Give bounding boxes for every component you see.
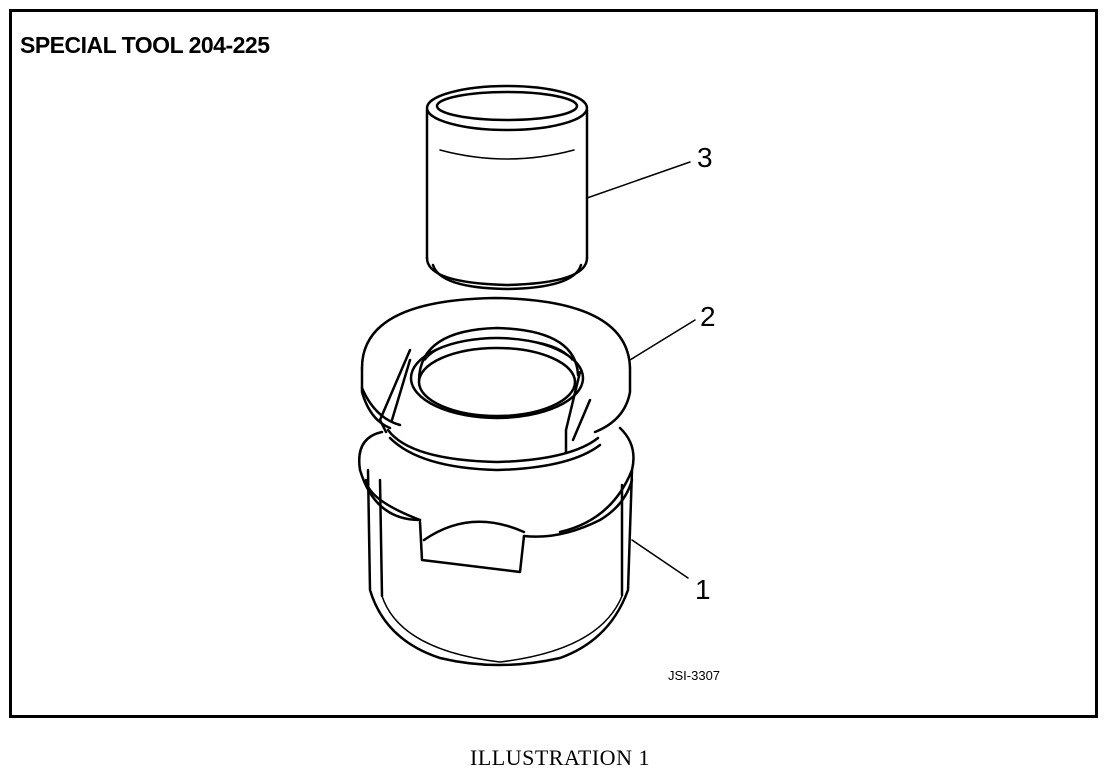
callout-3-label: 3	[697, 142, 713, 173]
tool-part-1-base	[358, 426, 635, 667]
tool-part-3-driver	[425, 84, 589, 291]
diagram-title: SPECIAL TOOL 204-225	[20, 32, 270, 58]
tool-part-2-ring	[360, 296, 632, 472]
callout-1-label: 1	[695, 574, 711, 605]
figure-code: JSI-3307	[668, 668, 721, 683]
illustration-caption: ILLUSTRATION 1	[470, 745, 650, 770]
callout-2-label: 2	[700, 301, 716, 332]
callout-leaders	[586, 161, 696, 579]
